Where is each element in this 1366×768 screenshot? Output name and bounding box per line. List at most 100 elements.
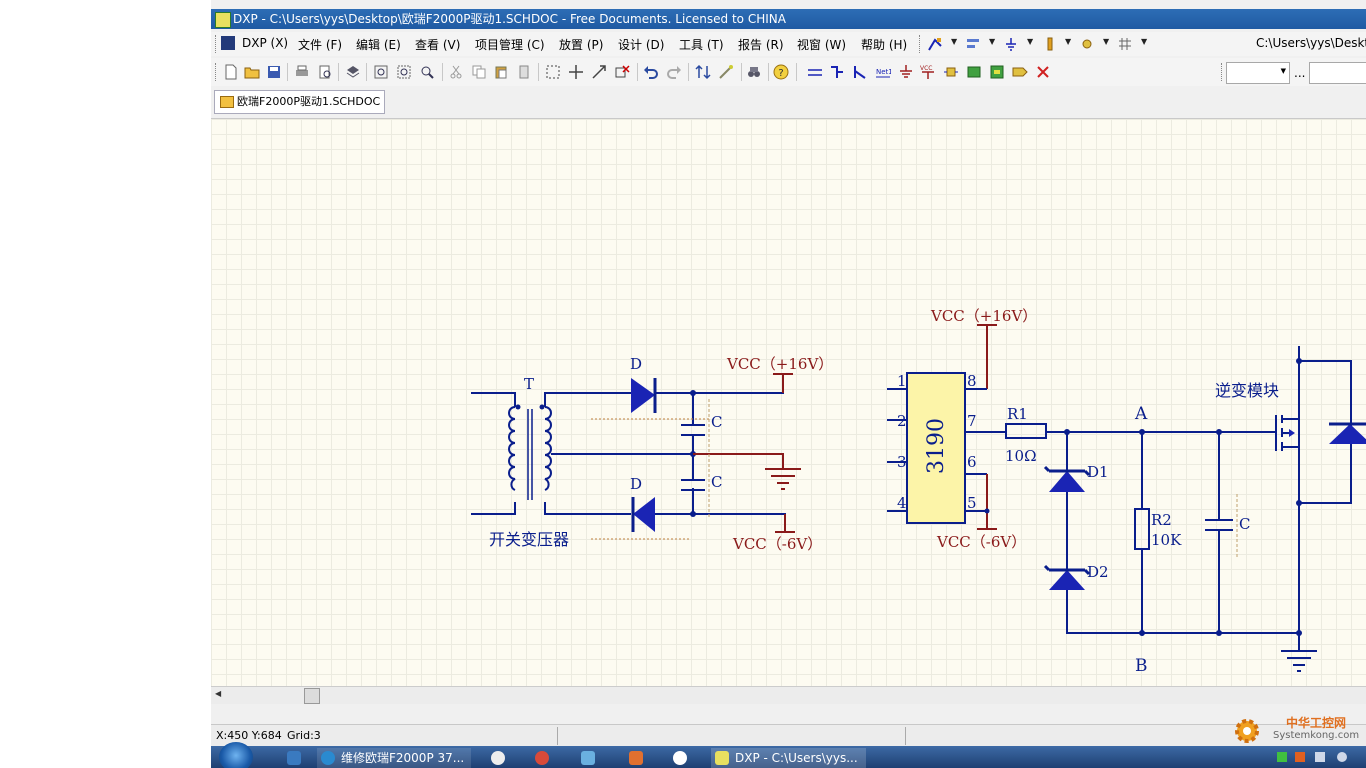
chevron-down-icon[interactable]: ▼ xyxy=(1027,37,1034,46)
ground-right[interactable] xyxy=(1281,650,1317,672)
capacitor-c-right[interactable]: C xyxy=(1205,494,1250,559)
filter-capacitor-top[interactable]: C xyxy=(681,393,722,454)
wiring-tool-icon[interactable] xyxy=(927,36,943,52)
ground-left[interactable] xyxy=(693,453,801,490)
menu-reports[interactable]: 报告 (R) xyxy=(738,38,784,52)
zener-d2[interactable]: D2 xyxy=(1043,563,1109,590)
deselect-icon[interactable] xyxy=(614,64,630,80)
resistor-r2[interactable]: R2 10K xyxy=(1134,508,1182,550)
bus-entry-icon[interactable] xyxy=(852,64,868,80)
chevron-down-icon[interactable]: ▼ xyxy=(1103,37,1110,46)
zoom-area-icon[interactable] xyxy=(396,64,412,80)
print-preview-icon[interactable] xyxy=(317,64,333,80)
chevron-down-icon[interactable]: ▼ xyxy=(951,37,958,46)
select-area-icon[interactable] xyxy=(545,64,561,80)
no-erc-icon[interactable] xyxy=(1035,64,1051,80)
menu-place[interactable]: 放置 (P) xyxy=(559,38,604,52)
tray-signal-icon[interactable] xyxy=(1315,752,1325,762)
vcc-minus-ic-port[interactable]: VCC（-6V） xyxy=(936,474,1026,551)
copy-icon[interactable] xyxy=(471,64,487,80)
menubar-grip[interactable] xyxy=(215,35,219,53)
ic-3190[interactable]: 3190 1 2 3 4 8 7 6 5 xyxy=(887,372,987,524)
toolbar-grip[interactable] xyxy=(215,63,219,81)
rectifier-diode-top[interactable]: D xyxy=(630,355,657,413)
tab-document[interactable]: 欧瑞F2000P驱动1.SCHDOC xyxy=(214,90,386,114)
place-wire-icon[interactable] xyxy=(807,64,823,80)
menu-project[interactable]: 项目管理 (C) xyxy=(475,38,545,52)
tray-app-icon[interactable] xyxy=(1295,752,1305,762)
menu-help[interactable]: 帮助 (H) xyxy=(861,38,908,52)
mask-combo[interactable] xyxy=(1309,62,1366,84)
zener-d1[interactable]: D1 xyxy=(1043,463,1109,492)
tray-volume-icon[interactable] xyxy=(1337,752,1347,762)
open-folder-icon[interactable] xyxy=(244,64,260,80)
hierarchy-up-down-icon[interactable] xyxy=(695,64,711,80)
taskbar-item-mail[interactable] xyxy=(625,748,653,768)
vcc-plus-left-port[interactable]: VCC（+16V） xyxy=(726,355,833,393)
rectifier-diode-bottom[interactable]: D xyxy=(630,475,655,532)
path-combo[interactable]: C:\Users\yys\Deskt xyxy=(1256,36,1366,50)
taskbar-item-explorer[interactable] xyxy=(577,748,605,768)
taskbar-item-s[interactable] xyxy=(487,748,515,768)
vcc-minus-left-port[interactable]: VCC（-6V） xyxy=(732,514,822,553)
wiring-toolbar-grip[interactable] xyxy=(919,35,923,53)
taskbar-item-ie[interactable] xyxy=(669,748,697,768)
move-icon[interactable] xyxy=(568,64,584,80)
undo-icon[interactable] xyxy=(643,64,659,80)
horizontal-scrollbar[interactable]: ◀ xyxy=(211,686,1366,704)
cross-probe-icon[interactable] xyxy=(718,64,734,80)
library-binoculars-icon[interactable] xyxy=(746,64,762,80)
junction-tool-icon[interactable] xyxy=(1079,36,1095,52)
sheet-entry-icon[interactable] xyxy=(989,64,1005,80)
chevron-down-icon[interactable]: ▼ xyxy=(1280,67,1286,75)
taskbar-item-browser[interactable]: 维修欧瑞F2000P 37... xyxy=(317,748,471,768)
browse-components-icon[interactable] xyxy=(345,64,361,80)
paste-icon[interactable] xyxy=(493,64,509,80)
schematic-sheet[interactable]: T 开关变压器 D D C xyxy=(211,119,1366,686)
port-icon[interactable] xyxy=(1012,64,1028,80)
chevron-down-icon[interactable]: ▼ xyxy=(1141,37,1148,46)
grid-tool-icon[interactable] xyxy=(1117,36,1133,52)
rubber-stamp-icon[interactable] xyxy=(516,64,532,80)
place-part-icon[interactable] xyxy=(943,64,959,80)
vcc-port-icon[interactable]: VCC xyxy=(920,64,936,80)
menu-edit[interactable]: 编辑 (E) xyxy=(356,38,401,52)
part-tool-icon[interactable] xyxy=(1042,36,1058,52)
taskbar-item-dxp[interactable]: DXP - C:\Users\yys... xyxy=(711,748,866,768)
combo-toolbar-grip[interactable] xyxy=(1221,63,1225,81)
menu-design[interactable]: 设计 (D) xyxy=(618,38,665,52)
net-label-icon[interactable]: Net1 xyxy=(875,64,891,80)
menu-file[interactable]: 文件 (F) xyxy=(298,38,343,52)
chevron-down-icon[interactable]: ▼ xyxy=(1065,37,1072,46)
cut-icon[interactable] xyxy=(448,64,464,80)
menu-dxp[interactable]: DXP (X) xyxy=(242,36,289,50)
chevron-down-icon[interactable]: ▼ xyxy=(989,37,996,46)
filter-capacitor-bottom[interactable]: C xyxy=(681,454,722,514)
vcc-plus-ic-port[interactable]: VCC（+16V） xyxy=(930,307,1037,390)
help-icon[interactable]: ? xyxy=(773,64,789,80)
filter-combo[interactable]: ▼ xyxy=(1226,62,1290,84)
print-icon[interactable] xyxy=(294,64,310,80)
place-bus-icon[interactable] xyxy=(829,64,845,80)
taskbar-item-network[interactable] xyxy=(283,748,313,768)
scroll-thumb[interactable] xyxy=(304,688,320,704)
taskbar-item-chrome[interactable] xyxy=(531,748,559,768)
resistor-r1[interactable]: R1 10Ω xyxy=(965,405,1067,465)
sheet-symbol-icon[interactable] xyxy=(966,64,982,80)
tray-shield-icon[interactable] xyxy=(1277,752,1287,762)
menu-view[interactable]: 查看 (V) xyxy=(415,38,461,52)
new-document-icon[interactable] xyxy=(223,64,239,80)
start-button[interactable] xyxy=(219,742,253,768)
inverter-module[interactable]: 逆变模块 xyxy=(1215,346,1366,504)
align-tool-icon[interactable] xyxy=(965,36,981,52)
scroll-left-arrow-icon[interactable]: ◀ xyxy=(215,689,222,698)
menu-tools[interactable]: 工具 (T) xyxy=(679,38,724,52)
move-selection-icon[interactable] xyxy=(591,64,607,80)
zoom-selected-icon[interactable] xyxy=(419,64,435,80)
filter-ellipsis-button[interactable]: ... xyxy=(1294,66,1306,80)
menu-window[interactable]: 视窗 (W) xyxy=(797,38,847,52)
save-icon[interactable] xyxy=(266,64,282,80)
redo-icon[interactable] xyxy=(666,64,682,80)
switching-transformer[interactable]: T 开关变压器 xyxy=(471,375,693,549)
zoom-fit-icon[interactable] xyxy=(373,64,389,80)
